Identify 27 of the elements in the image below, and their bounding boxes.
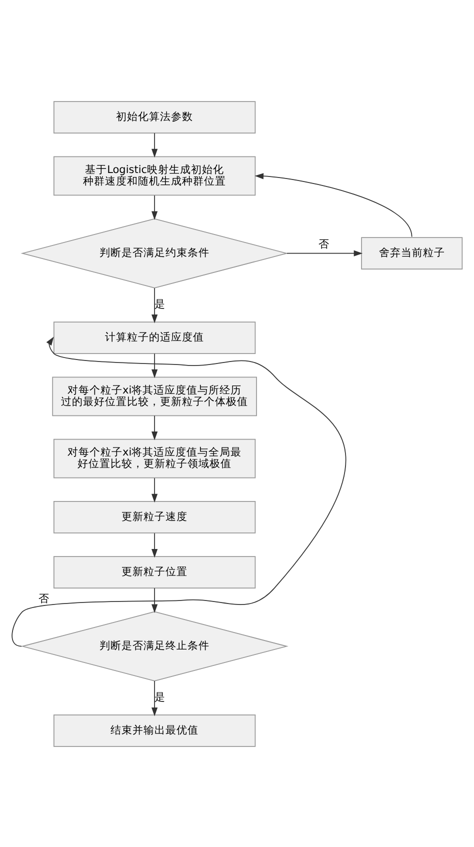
node-box: 基于Logistic映射生成初始化种群速度和随机生成种群位置 — [53, 156, 256, 196]
arrow — [152, 532, 158, 558]
node-box: 初始化算法参数 — [53, 100, 256, 133]
arrow — [152, 587, 158, 613]
arrow — [152, 414, 158, 440]
arrow — [286, 250, 363, 256]
node-box: 计算粒子的适应度值 — [53, 321, 256, 354]
arrow — [152, 680, 158, 716]
node-box: 结束并输出最优值 — [53, 714, 256, 746]
arrow — [152, 132, 158, 158]
node-box: 更新粒子位置 — [53, 556, 256, 588]
edge-label: 是 — [154, 298, 166, 310]
edge-label: 是 — [154, 691, 166, 704]
node-box: 对每个粒子xi将其适应度值与所经历过的最好位置比较，更新粒子个体极值 — [52, 376, 257, 416]
arrow — [12, 336, 346, 646]
arrow — [254, 172, 412, 237]
arrow — [152, 477, 158, 502]
arrow — [152, 352, 158, 378]
node-diamond: 判断是否满足约束条件 — [20, 218, 288, 288]
node-box: 更新粒子速度 — [53, 500, 256, 533]
arrow — [152, 194, 158, 220]
arrow — [152, 287, 158, 323]
edge-label: 否 — [318, 238, 330, 250]
edge-label: 否 — [38, 592, 50, 604]
node-box: 舍弃当前粒子 — [361, 236, 463, 270]
node-box: 对每个粒子xi将其适应度值与全局最好位置比较，更新粒子领域极值 — [53, 438, 256, 478]
node-diamond: 判断是否满足终止条件 — [20, 610, 288, 681]
